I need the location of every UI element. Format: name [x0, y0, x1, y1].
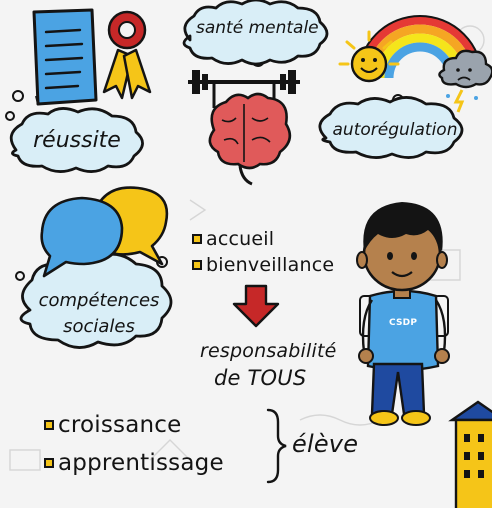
label-competences: compétences [38, 290, 160, 311]
list-item-label: accueil [206, 228, 275, 250]
sun-icon [338, 30, 400, 83]
down-arrow-icon [232, 284, 280, 328]
responsibility-line1: responsabilité [200, 340, 337, 362]
checkbox-icon [44, 458, 54, 468]
list-item-label: apprentissage [58, 450, 224, 476]
label-sociales: sociales [63, 316, 135, 337]
label-autoregulation: autorégulation [332, 120, 458, 140]
list-item-label: croissance [58, 412, 182, 438]
speech-bubbles-icon [40, 186, 169, 278]
label-eleve: élève [292, 430, 359, 458]
document-icon [32, 8, 98, 106]
cloud-sante-mentale [182, 0, 329, 66]
cloud-autoregulation [318, 96, 464, 159]
storm-cloud-icon [438, 49, 492, 113]
list-item-apprentissage: apprentissage [44, 450, 224, 476]
list-item-accueil: accueil [192, 228, 274, 250]
barbell-icon [188, 70, 300, 108]
checkbox-icon [192, 260, 202, 270]
student-figure [356, 202, 450, 426]
shirt-label: CSDP [389, 318, 418, 328]
list-item-bienveillance: bienveillance [192, 254, 334, 276]
checkbox-icon [192, 234, 202, 244]
cloud-reussite [9, 107, 144, 173]
school-building-icon [448, 400, 492, 508]
list-item-croissance: croissance [44, 412, 182, 438]
responsibility-line2: de TOUS [214, 366, 307, 390]
checkbox-icon [44, 420, 54, 430]
list-item-label: bienveillance [206, 254, 335, 276]
label-reussite: réussite [33, 128, 121, 153]
label-sante-mentale: santé mentale [196, 18, 319, 38]
award-ribbon-icon [102, 10, 152, 100]
curly-brace [266, 408, 287, 484]
brain-icon [208, 92, 292, 186]
